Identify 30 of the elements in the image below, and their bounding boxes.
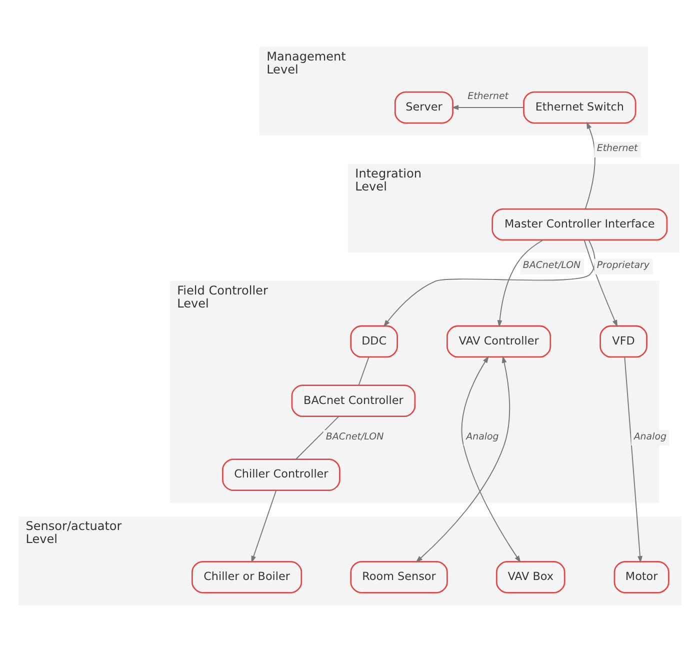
node-box: Chiller Controller (222, 458, 340, 491)
node-box: BACnet Controller (291, 384, 416, 417)
node-box: DDC (350, 325, 398, 358)
arrow (251, 490, 277, 563)
edge-label: Proprietary (596, 260, 650, 272)
edge-label: Ethernet (468, 90, 509, 102)
node-box: VFD (600, 325, 648, 358)
arrow (416, 356, 510, 563)
arrow (584, 240, 618, 328)
node-box: Master Controller Interface (492, 208, 668, 241)
node-box: VAV Controller (446, 325, 552, 358)
node-box: Server (394, 91, 454, 124)
arrow (461, 356, 521, 563)
arrow (383, 240, 596, 327)
connector (358, 356, 370, 386)
node-box: Room Sensor (350, 560, 448, 594)
arrow (451, 105, 524, 110)
connector (295, 416, 339, 460)
arrow (624, 356, 642, 564)
node-box: Motor (614, 560, 670, 594)
edge-label: Ethernet (596, 143, 638, 154)
arrow (497, 240, 544, 328)
node-box: VAV Box (496, 560, 566, 594)
edge-label: Analog (466, 431, 499, 442)
node-box: Chiller or Boiler (191, 560, 302, 594)
arrow (584, 122, 596, 210)
edge-label: BACnet/LON (326, 431, 384, 442)
edge-label: BACnet/LON (522, 260, 581, 272)
edge-label: Analog (634, 431, 667, 442)
node-box: Ethernet Switch (523, 91, 636, 124)
